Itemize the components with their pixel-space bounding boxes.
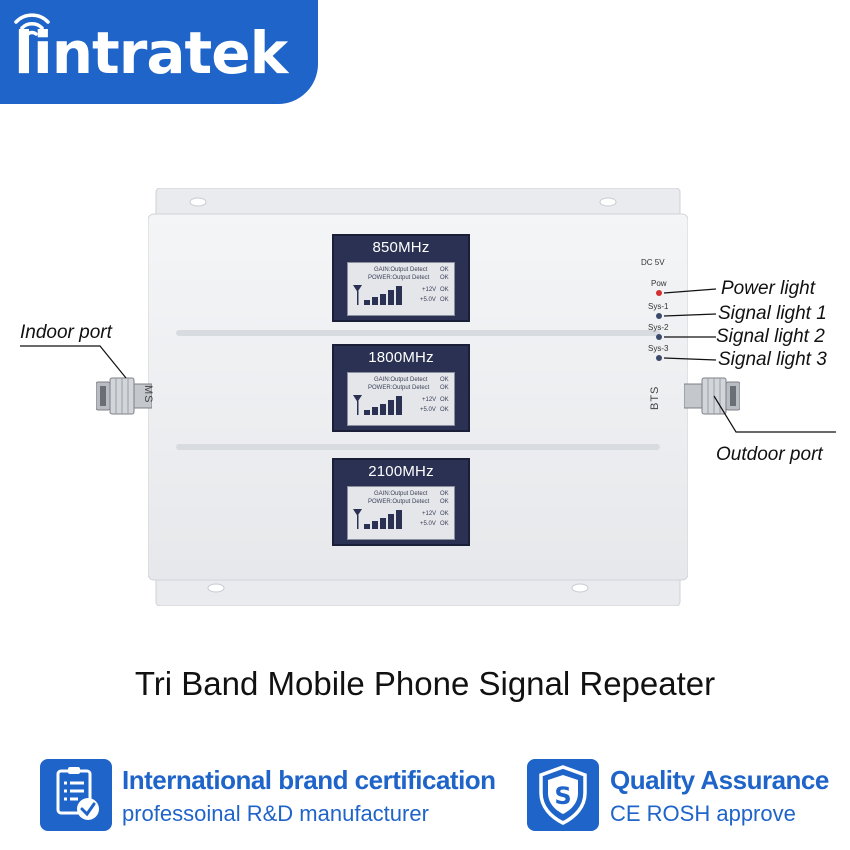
gain-line: GAIN:Output Detect [374,491,428,497]
bts-label: BTS [649,385,661,410]
logo-text: lintratek [14,19,288,87]
v12-label: +12V [422,397,437,403]
feature-title-certification: International brand certification [122,765,496,795]
gain-line: GAIN:Output Detect [374,377,428,383]
certificate-badge [40,759,112,831]
repeater-device: 850MHz GAIN:Output Detect OK POWER:Outpu… [148,188,688,606]
sys2-led-icon [656,334,662,340]
callout-signal-light-2: Signal light 2 [716,326,825,347]
power-status: OK [440,385,449,391]
indicator-label-sys3: Sys-3 [648,344,669,353]
callout-signal-light-1: Signal light 1 [718,303,827,324]
band-frequency: 2100MHz [368,463,434,480]
signal-bars-icon [353,395,402,415]
callout-indoor-port: Indoor port [20,322,112,343]
power-line: POWER:Output Detect [368,499,430,505]
band-frequency: 1800MHz [368,349,434,366]
v12-status: OK [440,397,449,403]
quality-badge: S [527,759,599,831]
wifi-icon [14,13,50,36]
indicator-label-sys1: Sys-1 [648,302,669,311]
svg-text:S: S [554,782,571,810]
band-frequency: 850MHz [372,239,430,256]
signal-bars-icon [353,285,402,305]
lcd-screen: GAIN:Output Detect OK POWER:Output Detec… [347,372,455,426]
v5-label: +5.0V [420,521,436,527]
v5-status: OK [440,297,449,303]
gain-line: GAIN:Output Detect [374,267,428,273]
indicator-label-sys2: Sys-2 [648,323,669,332]
outdoor-connector-icon [684,377,740,415]
callout-outdoor-port: Outdoor port [716,444,823,465]
indoor-connector-icon [96,377,152,415]
v12-status: OK [440,511,449,517]
callout-power-light: Power light [721,278,815,299]
ms-label: MS [142,385,154,404]
power-led-icon [656,290,662,296]
gain-status: OK [440,267,449,273]
brand-logo: lintratek [0,0,318,104]
lcd-panel-850: 850MHz GAIN:Output Detect OK POWER:Outpu… [332,234,470,322]
feature-title-quality: Quality Assurance [610,765,829,795]
product-headline: Tri Band Mobile Phone Signal Repeater [134,665,716,702]
sys1-led-icon [656,313,662,319]
gain-status: OK [440,491,449,497]
power-status: OK [440,275,449,281]
lcd-panel-2100: 2100MHz GAIN:Output Detect OK POWER:Outp… [332,458,470,546]
lcd-screen: GAIN:Output Detect OK POWER:Output Detec… [347,486,455,540]
callout-signal-light-3: Signal light 3 [718,349,827,370]
dc-label: DC 5V [641,258,665,267]
v5-label: +5.0V [420,407,436,413]
lcd-screen: GAIN:Output Detect OK POWER:Output Detec… [347,262,455,316]
shield-icon: S [539,765,587,825]
v5-status: OK [440,407,449,413]
power-status: OK [440,499,449,505]
v12-status: OK [440,287,449,293]
certificate-icon [56,767,99,820]
v5-label: +5.0V [420,297,436,303]
power-line: POWER:Output Detect [368,385,430,391]
v12-label: +12V [422,511,437,517]
gain-status: OK [440,377,449,383]
lcd-panel-1800: 1800MHz GAIN:Output Detect OK POWER:Outp… [332,344,470,432]
indicator-label-pow: Pow [651,279,667,288]
v12-label: +12V [422,287,437,293]
v5-status: OK [440,521,449,527]
sys3-led-icon [656,355,662,361]
signal-bars-icon [353,509,402,529]
power-line: POWER:Output Detect [368,275,430,281]
feature-subtitle-quality: CE ROSH approve [610,801,796,826]
feature-subtitle-certification: professoinal R&D manufacturer [122,801,429,826]
